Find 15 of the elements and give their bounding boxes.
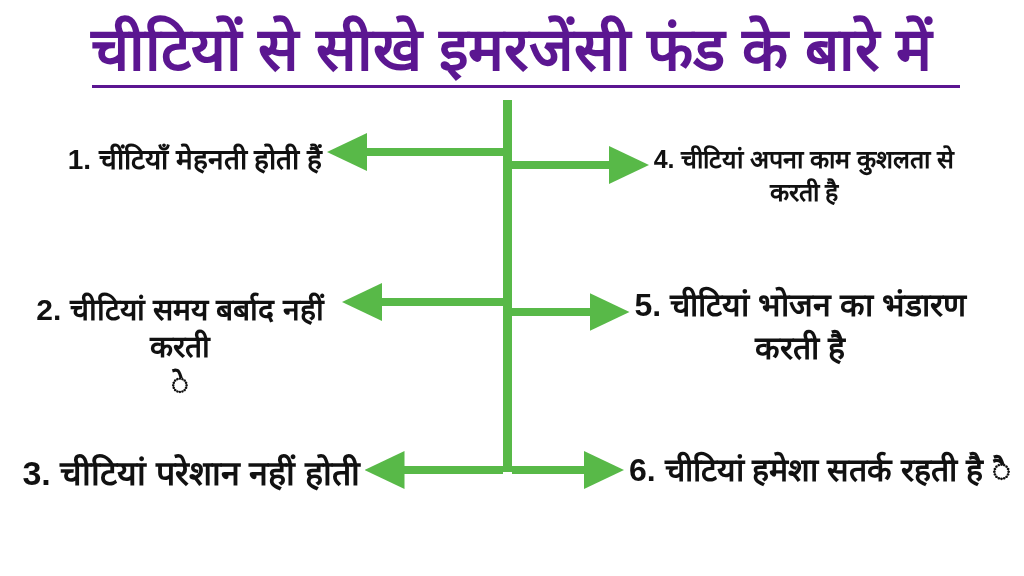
numbered-point: 1. चींटियाँ मेहनती होती हैं	[63, 142, 327, 178]
arrow	[327, 133, 503, 171]
numbered-point: 5. चीटियां भोजन का भंडारण करती है	[629, 284, 971, 370]
title: चीटियों से सीखे इमरजेंसी फंड के बारे में	[90, 14, 934, 85]
vertical-bar	[503, 100, 512, 472]
arrow	[512, 451, 624, 489]
vowel-mark: ◌े	[171, 367, 189, 400]
arrow	[364, 451, 503, 489]
numbered-point: 4. चीटियां अपना काम कुशलता से करती है	[649, 143, 959, 209]
arrow	[342, 283, 503, 321]
arrow	[512, 293, 630, 331]
numbered-point: 6. चीटियां हमेशा सतर्क रहती है ◌ै	[624, 448, 1016, 492]
arrow	[512, 146, 649, 184]
numbered-point: 2. चीटियां समय बर्बाद नहीं करती	[36, 293, 324, 363]
numbered-point: 3. चीटियां परेशान नहीं होती	[17, 450, 365, 496]
